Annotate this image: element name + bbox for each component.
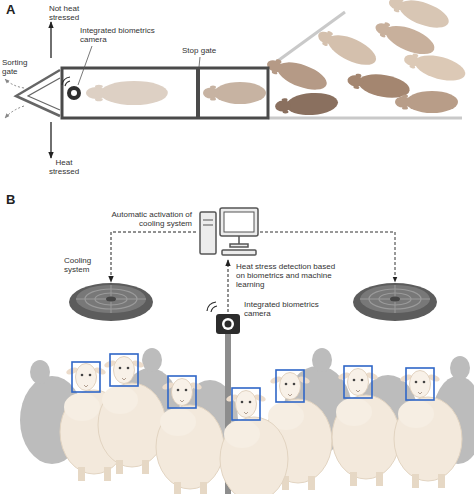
computer-icon: [203, 220, 213, 221]
background-sheep: [312, 348, 332, 372]
node-text: Sorting gate: [2, 58, 40, 76]
computer-icon: [220, 208, 258, 236]
computer-icon: [200, 212, 216, 254]
computer-icon: [230, 244, 248, 247]
sorting-gate-shape: [28, 78, 60, 110]
part-label: Stop gate: [182, 46, 216, 55]
panel-letter: A: [6, 2, 15, 17]
face-detection-box: [276, 370, 304, 402]
leader-line: [199, 57, 200, 67]
chute: [62, 68, 268, 118]
camera-icon: [67, 86, 81, 100]
camera-icon: [211, 306, 217, 312]
camera-icon: [207, 302, 240, 334]
outcome-label: Not heat stressed: [40, 4, 88, 22]
background-sheep: [450, 356, 470, 380]
edge-label: Automatic activation of cooling system: [96, 210, 192, 228]
node-text: Not heat stressed: [40, 4, 88, 22]
sheep-top-view: [274, 91, 338, 117]
face-detection-box: [344, 366, 372, 398]
face-detection-box: [72, 354, 434, 420]
face-detection-box: [406, 368, 434, 400]
face-detection-box: [168, 376, 196, 408]
stop-gate: [196, 68, 200, 118]
gate-swing-arrow: [5, 106, 24, 118]
node-text: Heat stress detection based on biometric…: [236, 262, 340, 289]
sorting-gate-shape: [16, 70, 60, 116]
computer-unit: Heat stress detection based on biometric…: [196, 204, 260, 260]
background-sheep: [30, 360, 50, 384]
flow-arrow: [50, 22, 51, 58]
cooling-fan: [69, 283, 153, 321]
biometrics-camera: Integrated biometrics camera: [214, 312, 242, 334]
sheep-front-view: [156, 379, 224, 494]
computer-icon: [200, 208, 258, 255]
sheep-top-view: [203, 82, 266, 104]
funnel-rail: [268, 117, 462, 120]
sheep-front-view: [98, 357, 166, 475]
cooling-fan: Cooling system: [68, 282, 154, 322]
camera-icon: [71, 90, 77, 96]
computer-icon: [203, 225, 213, 226]
sheep-top-view: [86, 81, 168, 105]
camera-callout: Integrated biometrics camera: [80, 26, 160, 44]
stop-gate: [198, 68, 199, 118]
node-text: Cooling system: [64, 256, 104, 274]
face-detection-box: [232, 388, 260, 420]
computer-icon: [222, 250, 256, 255]
sheep-top-view: [86, 0, 468, 118]
background-sheep: [142, 348, 162, 372]
sheep-top-view: [263, 53, 330, 95]
sheep-front-view: [60, 357, 462, 494]
node-text: Integrated biometrics camera: [244, 300, 324, 318]
sheep-front-view: [220, 391, 288, 494]
sorting-gate: Sorting gate: [2, 58, 62, 122]
camera-icon: [65, 81, 70, 86]
dashed-arrow: [111, 232, 196, 282]
leader-line: [78, 46, 92, 85]
camera-icon: [225, 321, 232, 328]
camera-icon: [222, 318, 234, 330]
flow-arrow: [50, 122, 51, 158]
face-detection-box: [72, 362, 100, 392]
camera-icon: [216, 314, 240, 334]
sheep-top-view: [314, 24, 380, 71]
dashed-arrow: [228, 260, 229, 312]
sorting-gate-shape: [16, 70, 60, 116]
sheep-front-view: [394, 371, 462, 489]
gate-swing-arrow: [5, 79, 24, 88]
leader-line: [78, 46, 200, 85]
sheep-top-view: [401, 48, 468, 86]
gate-swing-arrow: [5, 79, 24, 118]
sheep-top-view: [346, 69, 412, 102]
node-text: Heat stressed: [40, 158, 88, 176]
panel-letter: B: [6, 192, 15, 207]
sheep-front-view: [332, 369, 400, 487]
camera-icon: [62, 77, 81, 100]
cooling-fan: [353, 283, 437, 321]
computer-icon: [224, 212, 254, 232]
computer-icon: [238, 236, 240, 244]
sheep-top-view: [385, 0, 452, 33]
chute: [62, 68, 268, 118]
node-text: Integrated biometrics camera: [80, 26, 160, 44]
face-detection-box: [110, 354, 138, 386]
camera-icon: [207, 302, 216, 311]
sheep-top-view: [395, 91, 458, 113]
outcome-label: Heat stressed: [40, 158, 88, 176]
camera-icon: [62, 77, 70, 85]
